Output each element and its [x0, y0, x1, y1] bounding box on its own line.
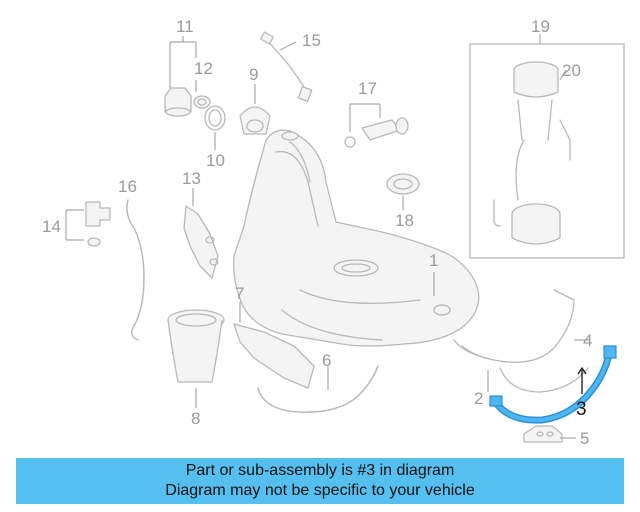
callout-7: 7 — [235, 284, 245, 303]
callout-19: 19 — [531, 17, 550, 36]
part-17-valve — [344, 103, 409, 148]
part-15-sensor — [260, 31, 313, 102]
parts-diagram — [65, 31, 625, 443]
callout-5: 5 — [580, 429, 590, 448]
callout-14: 14 — [42, 217, 61, 236]
callout-13: 13 — [182, 169, 201, 188]
callout-8: 8 — [191, 409, 201, 428]
callout-9: 9 — [249, 65, 259, 84]
part-14-connector — [65, 201, 111, 247]
part-1-fuel-tank — [233, 129, 480, 347]
banner-line-1: Part or sub-assembly is #3 in diagram — [185, 462, 455, 479]
callout-16: 16 — [118, 177, 137, 196]
part-11-12-nipple — [164, 36, 211, 117]
callout-3-highlighted: 3 — [576, 399, 587, 420]
callout-4: 4 — [583, 331, 593, 350]
part-7-bracket — [233, 302, 315, 389]
callout-11: 11 — [176, 17, 194, 36]
callout-20: 20 — [562, 61, 581, 80]
callout-10: 10 — [206, 151, 225, 170]
part-notice-banner: Part or sub-assembly is #3 in diagram Di… — [16, 458, 624, 504]
callout-15: 15 — [302, 31, 321, 50]
part-4-strap — [453, 289, 590, 393]
part-13-shield — [183, 188, 219, 279]
part-16-hose — [126, 199, 145, 341]
diagram-line-art — [65, 31, 625, 443]
banner-line-2: Diagram may not be specific to your vehi… — [165, 482, 475, 499]
callout-18: 18 — [395, 211, 414, 230]
callout-1: 1 — [429, 251, 439, 270]
part-9-cap — [239, 84, 271, 135]
part-6-strap — [257, 365, 379, 413]
part-8-sleeve — [167, 309, 225, 408]
part-18-lock-ring — [386, 173, 420, 210]
part-10-seal-ring — [204, 105, 226, 150]
callout-2: 2 — [474, 389, 484, 408]
callout-12: 12 — [194, 59, 213, 78]
callout-17: 17 — [358, 79, 377, 98]
part-5-clip — [523, 425, 576, 443]
part-3-strap-highlighted — [489, 345, 617, 424]
callout-6: 6 — [322, 351, 332, 370]
part-19-20-pump-assembly — [469, 34, 625, 259]
